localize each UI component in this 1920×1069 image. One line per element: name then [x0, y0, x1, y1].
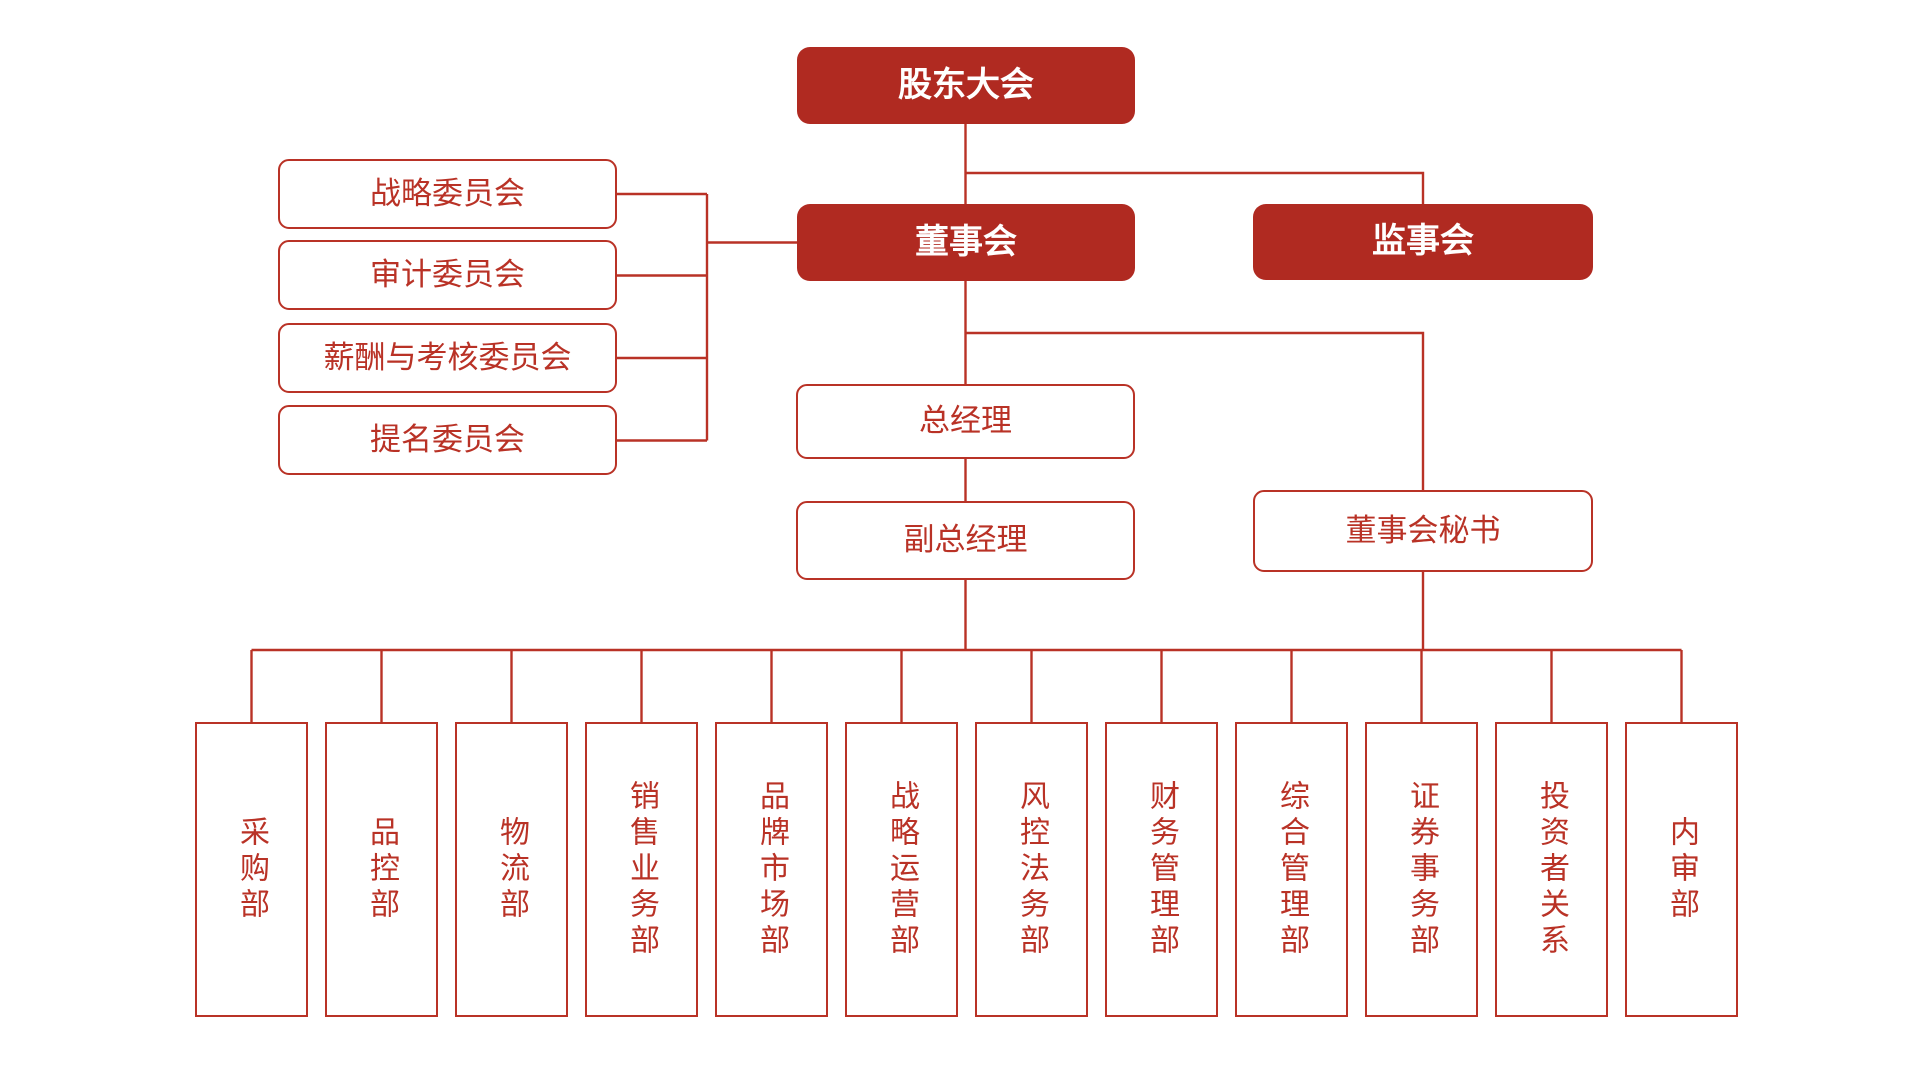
- node-board-of-directors-label: 董事会: [915, 221, 1017, 262]
- node-department-label: 采购部: [234, 815, 269, 924]
- node-shareholders-meeting: 股东大会: [797, 47, 1135, 124]
- node-department-label: 风控法务部: [1014, 779, 1049, 960]
- node-department-label: 财务管理部: [1144, 779, 1179, 960]
- node-department-3: 销售业务部: [585, 722, 698, 1017]
- node-department-11: 内审部: [1625, 722, 1738, 1017]
- node-deputy-general-manager-label: 副总经理: [903, 522, 1028, 559]
- node-department-8: 综合管理部: [1235, 722, 1348, 1017]
- node-department-2: 物流部: [455, 722, 568, 1017]
- node-committee-label: 战略委员会: [370, 175, 525, 212]
- node-supervisory-board-label: 监事会: [1372, 221, 1474, 262]
- node-department-label: 品牌市场部: [754, 779, 789, 960]
- node-deputy-general-manager: 副总经理: [796, 501, 1135, 580]
- node-department-label: 战略运营部: [884, 779, 919, 960]
- node-department-label: 内审部: [1664, 815, 1699, 924]
- node-committee-label: 提名委员会: [370, 421, 525, 458]
- node-shareholders-meeting-label: 股东大会: [898, 64, 1034, 105]
- node-supervisory-board: 监事会: [1253, 204, 1593, 280]
- node-department-0: 采购部: [195, 722, 308, 1017]
- node-committee-label: 审计委员会: [370, 256, 525, 293]
- node-committee-0: 战略委员会: [278, 159, 617, 229]
- node-committee-label: 薪酬与考核委员会: [323, 339, 572, 376]
- node-board-secretary: 董事会秘书: [1253, 490, 1593, 572]
- node-committee-1: 审计委员会: [278, 240, 617, 310]
- node-general-manager-label: 总经理: [919, 403, 1012, 440]
- node-department-7: 财务管理部: [1105, 722, 1218, 1017]
- node-department-label: 投资者关系: [1534, 779, 1569, 960]
- node-department-1: 品控部: [325, 722, 438, 1017]
- node-department-label: 证券事务部: [1404, 779, 1439, 960]
- node-board-of-directors: 董事会: [797, 204, 1135, 281]
- node-department-label: 综合管理部: [1274, 779, 1309, 960]
- node-department-10: 投资者关系: [1495, 722, 1608, 1017]
- node-department-label: 品控部: [364, 815, 399, 924]
- node-department-4: 品牌市场部: [715, 722, 828, 1017]
- node-department-label: 销售业务部: [624, 779, 659, 960]
- node-committee-3: 提名委员会: [278, 405, 617, 475]
- node-board-secretary-label: 董事会秘书: [1345, 512, 1501, 549]
- node-department-label: 物流部: [494, 815, 529, 924]
- node-department-6: 风控法务部: [975, 722, 1088, 1017]
- node-department-5: 战略运营部: [845, 722, 958, 1017]
- node-department-9: 证券事务部: [1365, 722, 1478, 1017]
- node-general-manager: 总经理: [796, 384, 1135, 459]
- node-committee-2: 薪酬与考核委员会: [278, 323, 617, 393]
